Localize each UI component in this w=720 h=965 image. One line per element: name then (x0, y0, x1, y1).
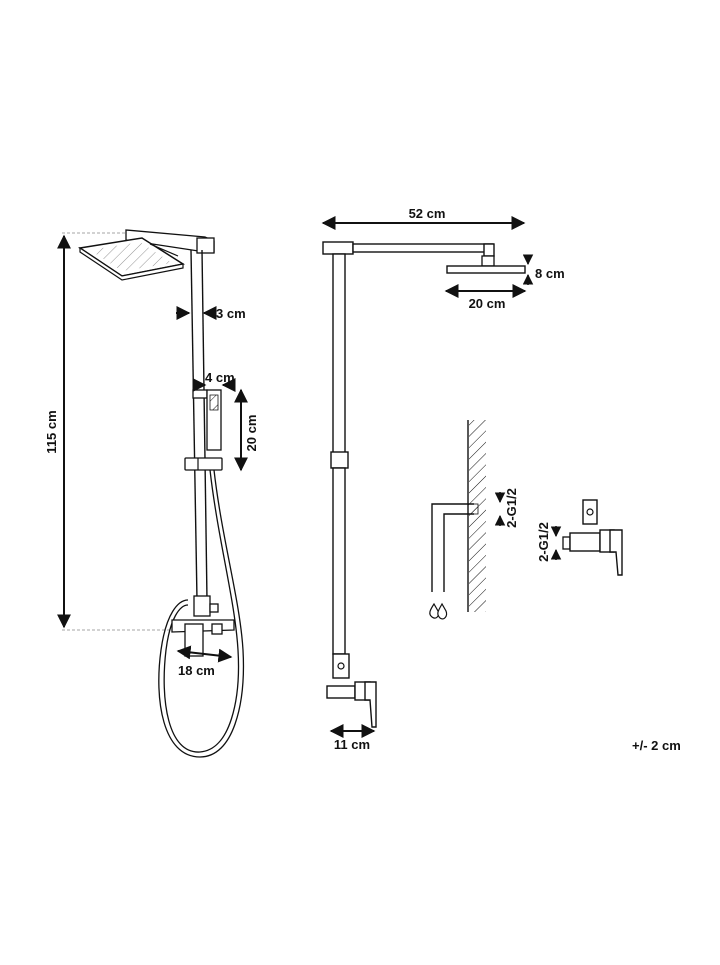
mixer-handle (211, 623, 223, 635)
detail-mixer-lever (609, 529, 623, 576)
water-pipe-inner (443, 513, 474, 592)
front-view-shower: 115 cm 3 cm 4 cm 20 cm (44, 229, 259, 758)
side-view-shower: 52 cm 8 cm 20 cm 11 cm (321, 206, 565, 752)
arm-connector (196, 237, 215, 254)
arm-length-label: 52 cm (409, 206, 446, 221)
side-arm-elbow (322, 241, 354, 255)
water-pipe-outer (431, 503, 474, 592)
mixer-width-arrow (176, 645, 233, 663)
hand-shower-nozzles (209, 394, 219, 411)
side-arm-end (483, 243, 495, 257)
sliding-bracket (184, 457, 223, 471)
water-drop-icon-2 (437, 602, 448, 620)
riser-pipe-left-edge (190, 249, 198, 601)
pipe-diameter-label: 3 cm (216, 306, 246, 321)
wall-offset-label: 11 cm (334, 737, 370, 752)
diverter-body (193, 595, 211, 617)
thread-upper-label: 2-G1/2 (504, 488, 519, 528)
mixer-width-label: 18 cm (178, 663, 215, 678)
wall-installation-detail: 2-G1/2 2-G1/2 (429, 420, 623, 620)
height-label: 115 cm (44, 410, 59, 453)
pipe-thread (467, 503, 479, 515)
detail-bracket-screw (586, 508, 594, 516)
side-mixer-lever (364, 681, 377, 728)
slider-top-ring (192, 389, 208, 399)
detail-inlet-nut (562, 536, 571, 550)
hand-length-label: 20 cm (244, 415, 259, 452)
side-bracket-screw (337, 662, 345, 670)
head-height-label: 8 cm (535, 266, 565, 281)
head-width-label: 20 cm (469, 296, 506, 311)
head-arm-link (149, 243, 179, 257)
side-shower-head (446, 265, 526, 274)
thread-lower-label: 2-G1/2 (536, 522, 551, 562)
water-drop-icon (429, 602, 440, 619)
side-arm (352, 243, 494, 253)
shower-head-edge (79, 246, 184, 281)
head-connector (481, 255, 495, 267)
side-riser-lower (332, 467, 346, 655)
shower-head-nozzles (90, 242, 172, 271)
side-slider (330, 451, 349, 469)
shower-hose (163, 469, 240, 753)
diverter-knob (209, 603, 219, 613)
detail-mixer-body (569, 532, 601, 552)
tolerance-label: +/- 2 cm (632, 738, 681, 753)
shower-hose-outer (158, 469, 245, 758)
side-mixer-body (326, 685, 356, 699)
riser-pipe-right-edge (201, 249, 208, 601)
side-riser-upper (332, 253, 346, 455)
hand-width-label: 4 cm (205, 370, 235, 385)
wall-hatching (469, 420, 486, 612)
